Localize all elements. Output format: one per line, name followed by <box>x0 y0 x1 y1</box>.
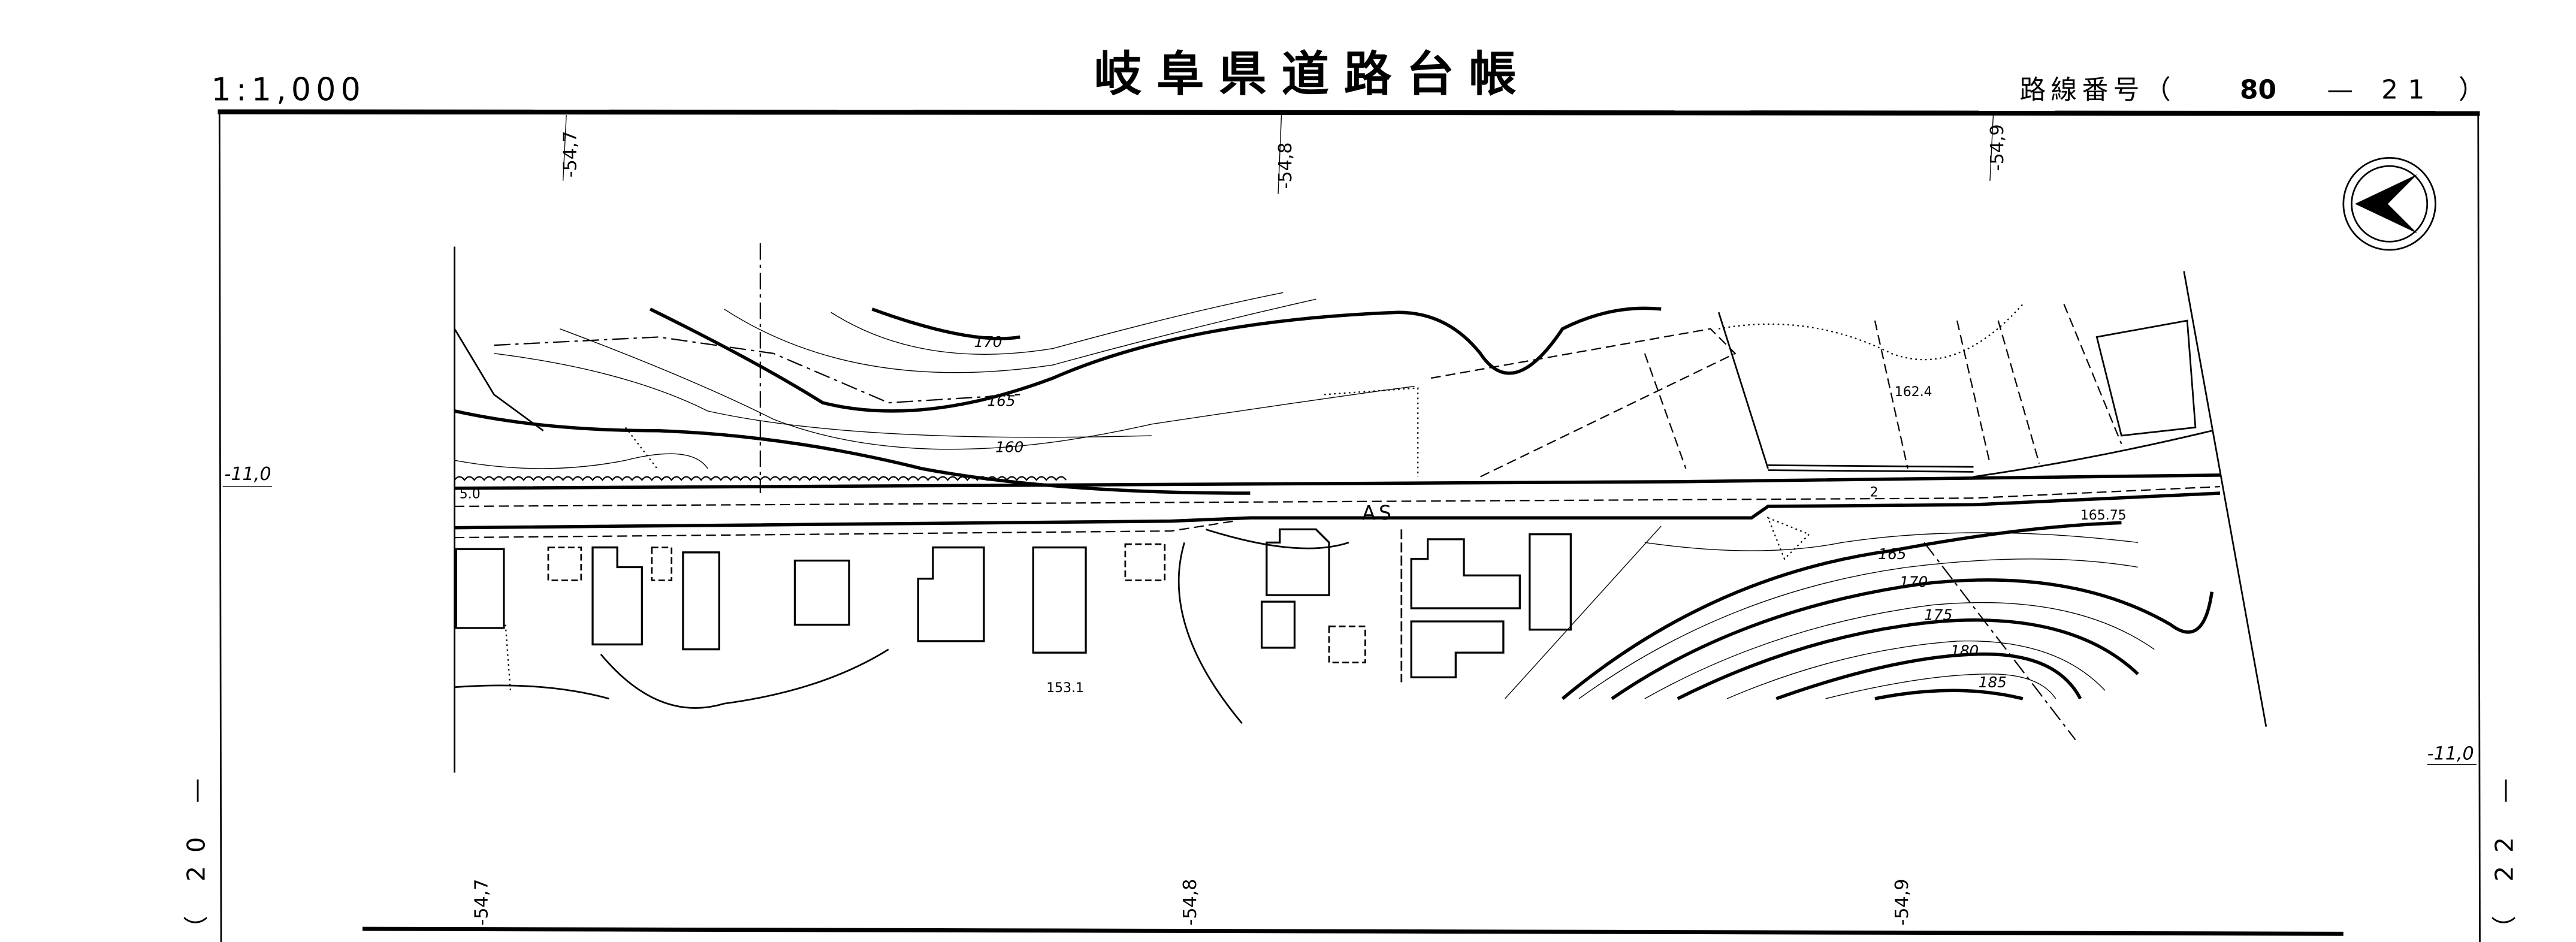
contour-label: 165 <box>1878 545 1906 563</box>
road: AS 5.0 2 <box>454 464 2221 539</box>
contour-label: 165 <box>987 393 1015 410</box>
elevation-label: 162.4 <box>1895 385 1932 400</box>
road-width-label: 5.0 <box>460 487 481 502</box>
north-arrow-icon <box>2342 157 2436 251</box>
svg-text:80: 80 <box>2240 75 2276 105</box>
contour-label: 170 <box>974 333 1002 351</box>
elevation-label: 153.1 <box>1046 681 1084 696</box>
svg-text:-54,9: -54,9 <box>1892 879 1913 926</box>
elevation-label: 165.75 <box>2080 508 2127 523</box>
contour-label: 180 <box>1950 642 1979 660</box>
road-width-label: 2 <box>1870 485 1879 500</box>
contour-label: 185 <box>1979 674 2007 691</box>
svg-text:）: ） <box>2459 75 2485 105</box>
svg-text:-54,7: -54,7 <box>471 879 492 926</box>
adjacent-sheet-left: （ 20 — <box>182 765 211 940</box>
sheet-title: 岐阜県道路台帳 <box>1094 46 1532 102</box>
buildings-south: 153.1 <box>454 528 1572 724</box>
svg-text:路線番号（: 路線番号（ <box>2019 75 2176 105</box>
svg-text:-11,0: -11,0 <box>224 464 271 485</box>
contour-label: 175 <box>1924 606 1952 623</box>
contour-label: 170 <box>1899 573 1928 590</box>
sheet-frame <box>218 109 2481 942</box>
grid-labels: -54,7 -54,8 -54,9 -54,7 -54,8 -54,9 -11,… <box>222 115 2477 926</box>
adjacent-sheet-right: （ 22 — <box>2490 765 2518 940</box>
svg-text:-11,0: -11,0 <box>2427 743 2474 764</box>
surface-label: AS <box>1362 501 1394 524</box>
svg-text:-54,8: -54,8 <box>1180 879 1201 926</box>
svg-text:-54,9: -54,9 <box>1987 124 2008 171</box>
route-number: 路線番号（ 80 — 21 ） <box>2019 75 2484 105</box>
contours-southeast: 165.75 165 170 175 180 185 <box>1505 508 2214 741</box>
svg-text:— 21: — 21 <box>2327 75 2435 105</box>
scale-label: 1:1,000 <box>212 72 366 108</box>
map-drawing: AS 5.0 2 170 165 160 162.4 <box>454 243 2267 773</box>
contours-north: 170 165 160 162.4 <box>454 292 2024 495</box>
contour-label: 160 <box>995 438 1023 455</box>
parcels-northeast <box>1430 304 2212 478</box>
